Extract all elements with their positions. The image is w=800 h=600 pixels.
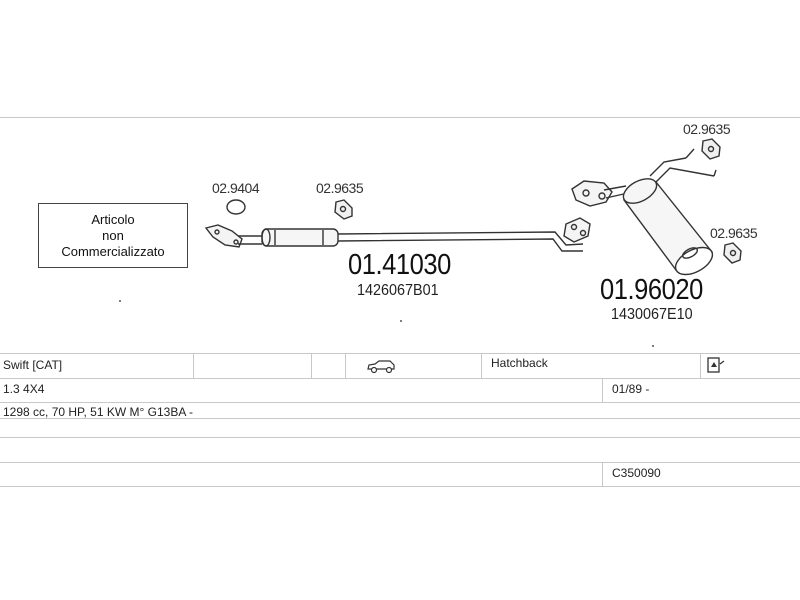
diagram-top-border [0,117,800,118]
assembly-oem-rear: 1430067E10 [611,306,693,323]
table-row-divider [0,378,800,379]
engine-spec: 1298 cc, 70 HP, 51 KW M° G13BA - [3,405,194,419]
part-label-gasket[interactable]: 02.9404 [212,180,260,196]
table-col-divider [700,353,701,378]
engine-variant: 1.3 4X4 [3,382,45,396]
notice-line: non [102,227,124,243]
table-row-divider [0,402,800,403]
document-icon[interactable] [706,356,726,374]
scan-dot [119,300,121,302]
notice-line: Commercializzato [61,243,165,259]
table-row-divider [0,353,800,354]
car-icon [366,358,396,374]
table-col-divider [193,353,194,378]
part-label-hanger[interactable]: 02.9635 [710,225,758,241]
table-row-divider [0,418,800,419]
table-row-divider [0,437,800,438]
catalog-code: C350090 [612,466,661,480]
assembly-code-front[interactable]: 01.41030 [348,249,451,281]
table-col-divider [602,462,603,486]
gasket-drawing [226,199,246,215]
vehicle-model: Swift [CAT] [3,358,63,372]
table-row-divider [0,486,800,487]
part-label-hanger[interactable]: 02.9635 [683,121,731,137]
assembly-code-rear[interactable]: 01.96020 [600,274,703,306]
hanger-drawing [701,138,721,160]
scan-dot [652,345,654,347]
date-range: 01/89 - [612,382,650,396]
assembly-oem-front: 1426067B01 [357,282,439,299]
hanger-drawing [334,199,353,220]
notice-line: Articolo [91,211,135,227]
front-pipe-drawing [204,217,591,252]
table-col-divider [602,378,603,402]
scan-dot [400,320,402,322]
table-col-divider [311,353,312,378]
hanger-drawing [723,242,742,264]
not-marketed-notice: Articolo non Commercializzato [38,203,188,268]
table-col-divider [345,353,346,378]
table-col-divider [481,353,482,378]
body-type: Hatchback [491,356,548,370]
rear-muffler-drawing [571,148,717,276]
part-label-hanger[interactable]: 02.9635 [316,180,364,196]
table-row-divider [0,462,800,463]
